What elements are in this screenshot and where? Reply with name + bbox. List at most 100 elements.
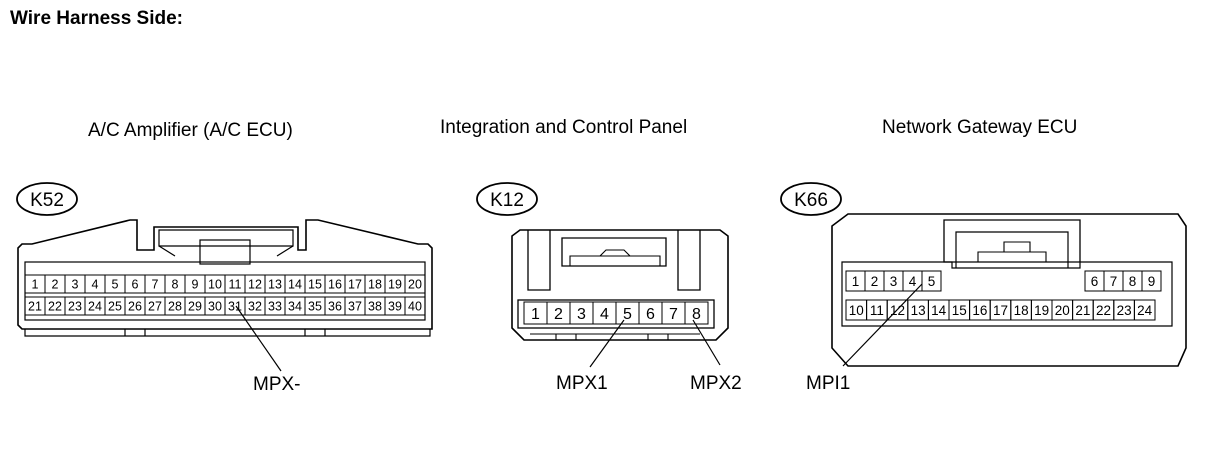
- k52-pin-number: 27: [148, 300, 162, 314]
- k12-lock-tab: [561, 237, 667, 267]
- k52-housing-outline: [17, 219, 433, 330]
- k66-pin-number: 1: [852, 274, 860, 289]
- k52-pin-number: 3: [72, 278, 79, 292]
- k12-component-title: Integration and Control Panel: [440, 117, 688, 138]
- k52-pin-number: 28: [168, 300, 182, 314]
- k12-cavity-frame: [517, 299, 715, 329]
- k52-pin-number: 2: [52, 278, 59, 292]
- k66-pin-number: 16: [972, 303, 987, 318]
- k52-id-badge: [16, 182, 78, 216]
- k52-pin-number: 36: [328, 300, 342, 314]
- k12-pin-cell: [684, 301, 709, 325]
- k66-pin-number: 21: [1075, 303, 1090, 318]
- k66-lock-guide: [955, 231, 1069, 268]
- k12-pin-number: 1: [531, 306, 540, 323]
- k52-base-notch: [124, 329, 326, 336]
- k52-pin-number: 24: [88, 300, 102, 314]
- k52-pin-number: 19: [388, 278, 402, 292]
- k52-callout-label: MPX-: [253, 374, 301, 395]
- k52-pin-number: 8: [172, 278, 179, 292]
- k52-pin-number: 16: [328, 278, 342, 292]
- k52-pin-number: 32: [248, 300, 262, 314]
- k66-pin-number: 3: [890, 274, 898, 289]
- k52-pin-number: 40: [408, 300, 422, 314]
- k12-callout-label-2: MPX2: [690, 373, 742, 394]
- k66-pin-number: 18: [1014, 303, 1029, 318]
- k52-pin-number: 15: [308, 278, 322, 292]
- k66-pin-cell: [921, 270, 942, 292]
- k12-right-latch: [677, 230, 701, 291]
- k66-lock-latch: [977, 241, 1047, 262]
- k52-pin-number: 12: [248, 278, 262, 292]
- k52-pin-number: 14: [288, 278, 302, 292]
- k52-pin-number: 23: [68, 300, 82, 314]
- k52-pin-number: 26: [128, 300, 142, 314]
- k52-pin-number: 18: [368, 278, 382, 292]
- k12-left-latch: [527, 230, 551, 291]
- k66-pin-number: 15: [952, 303, 967, 318]
- k52-pin-number: 29: [188, 300, 202, 314]
- k52-pin-number: 37: [348, 300, 362, 314]
- k52-component-title: A/C Amplifier (A/C ECU): [88, 120, 293, 141]
- k66-pin-number: 2: [871, 274, 879, 289]
- k52-housing-base: [24, 329, 431, 337]
- k52-pin-number: 5: [112, 278, 119, 292]
- k66-pin-number: 6: [1091, 274, 1099, 289]
- k66-id-label: K66: [794, 190, 828, 211]
- k52-callout-line: [235, 305, 282, 372]
- k52-lock-latch: [199, 239, 251, 265]
- k66-callout-line: [842, 283, 923, 367]
- k12-callout-line-1: [589, 319, 625, 368]
- k66-pin-number: 22: [1096, 303, 1111, 318]
- k66-pin-number: 19: [1034, 303, 1049, 318]
- k52-pin-number: 38: [368, 300, 382, 314]
- k52-lock-guide: [158, 245, 294, 257]
- k66-pin-number: 23: [1117, 303, 1132, 318]
- k66-component-title: Network Gateway ECU: [882, 117, 1078, 138]
- page-heading: Wire Harness Side:: [10, 8, 184, 29]
- k12-id-label: K12: [490, 190, 524, 211]
- k66-id-badge: [780, 182, 842, 216]
- k52-pin-number: 9: [192, 278, 199, 292]
- k12-callout-label-1: MPX1: [556, 373, 608, 394]
- k66-pin-number: 20: [1055, 303, 1070, 318]
- k52-pin-number: 33: [268, 300, 282, 314]
- k66-pin-cell: [1133, 299, 1156, 321]
- k12-pin-number: 3: [577, 306, 586, 323]
- k66-pin-number: 11: [870, 303, 884, 318]
- k66-pin-number: 17: [993, 303, 1008, 318]
- k66-pin-number: 13: [911, 303, 926, 318]
- k12-housing-outline: [511, 229, 729, 341]
- k52-pin-number: 7: [152, 278, 159, 292]
- k12-pin-number: 5: [623, 306, 632, 323]
- k12-pin-number: 2: [554, 306, 563, 323]
- k66-pin-number: 7: [1110, 274, 1118, 289]
- k12-pin-number: 8: [692, 306, 701, 323]
- k52-pin-number: 11: [229, 278, 242, 292]
- k66-pin-number: 5: [928, 274, 936, 289]
- k66-housing-outline: [831, 213, 1187, 367]
- k52-pin-number: 10: [208, 278, 222, 292]
- k66-callout-label: MPI1: [806, 373, 850, 394]
- k12-callout-line-2: [692, 319, 721, 366]
- k12-id-badge: [476, 182, 538, 216]
- k52-pin-number: 35: [308, 300, 322, 314]
- k52-pin-number: 4: [92, 278, 99, 292]
- k52-pin-number: 25: [108, 300, 122, 314]
- k52-pin-number: 6: [132, 278, 139, 292]
- k52-pin-number: 34: [288, 300, 302, 314]
- k52-pin-cell: [404, 274, 426, 294]
- k66-pin-number: 9: [1148, 274, 1156, 289]
- k12-pin-number: 7: [669, 306, 678, 323]
- k66-pin-number: 4: [909, 274, 917, 289]
- k52-pin-number: 22: [48, 300, 62, 314]
- k52-pin-number: 17: [348, 278, 362, 292]
- k52-pin-number: 30: [208, 300, 222, 314]
- k66-pin-number: 14: [931, 303, 947, 318]
